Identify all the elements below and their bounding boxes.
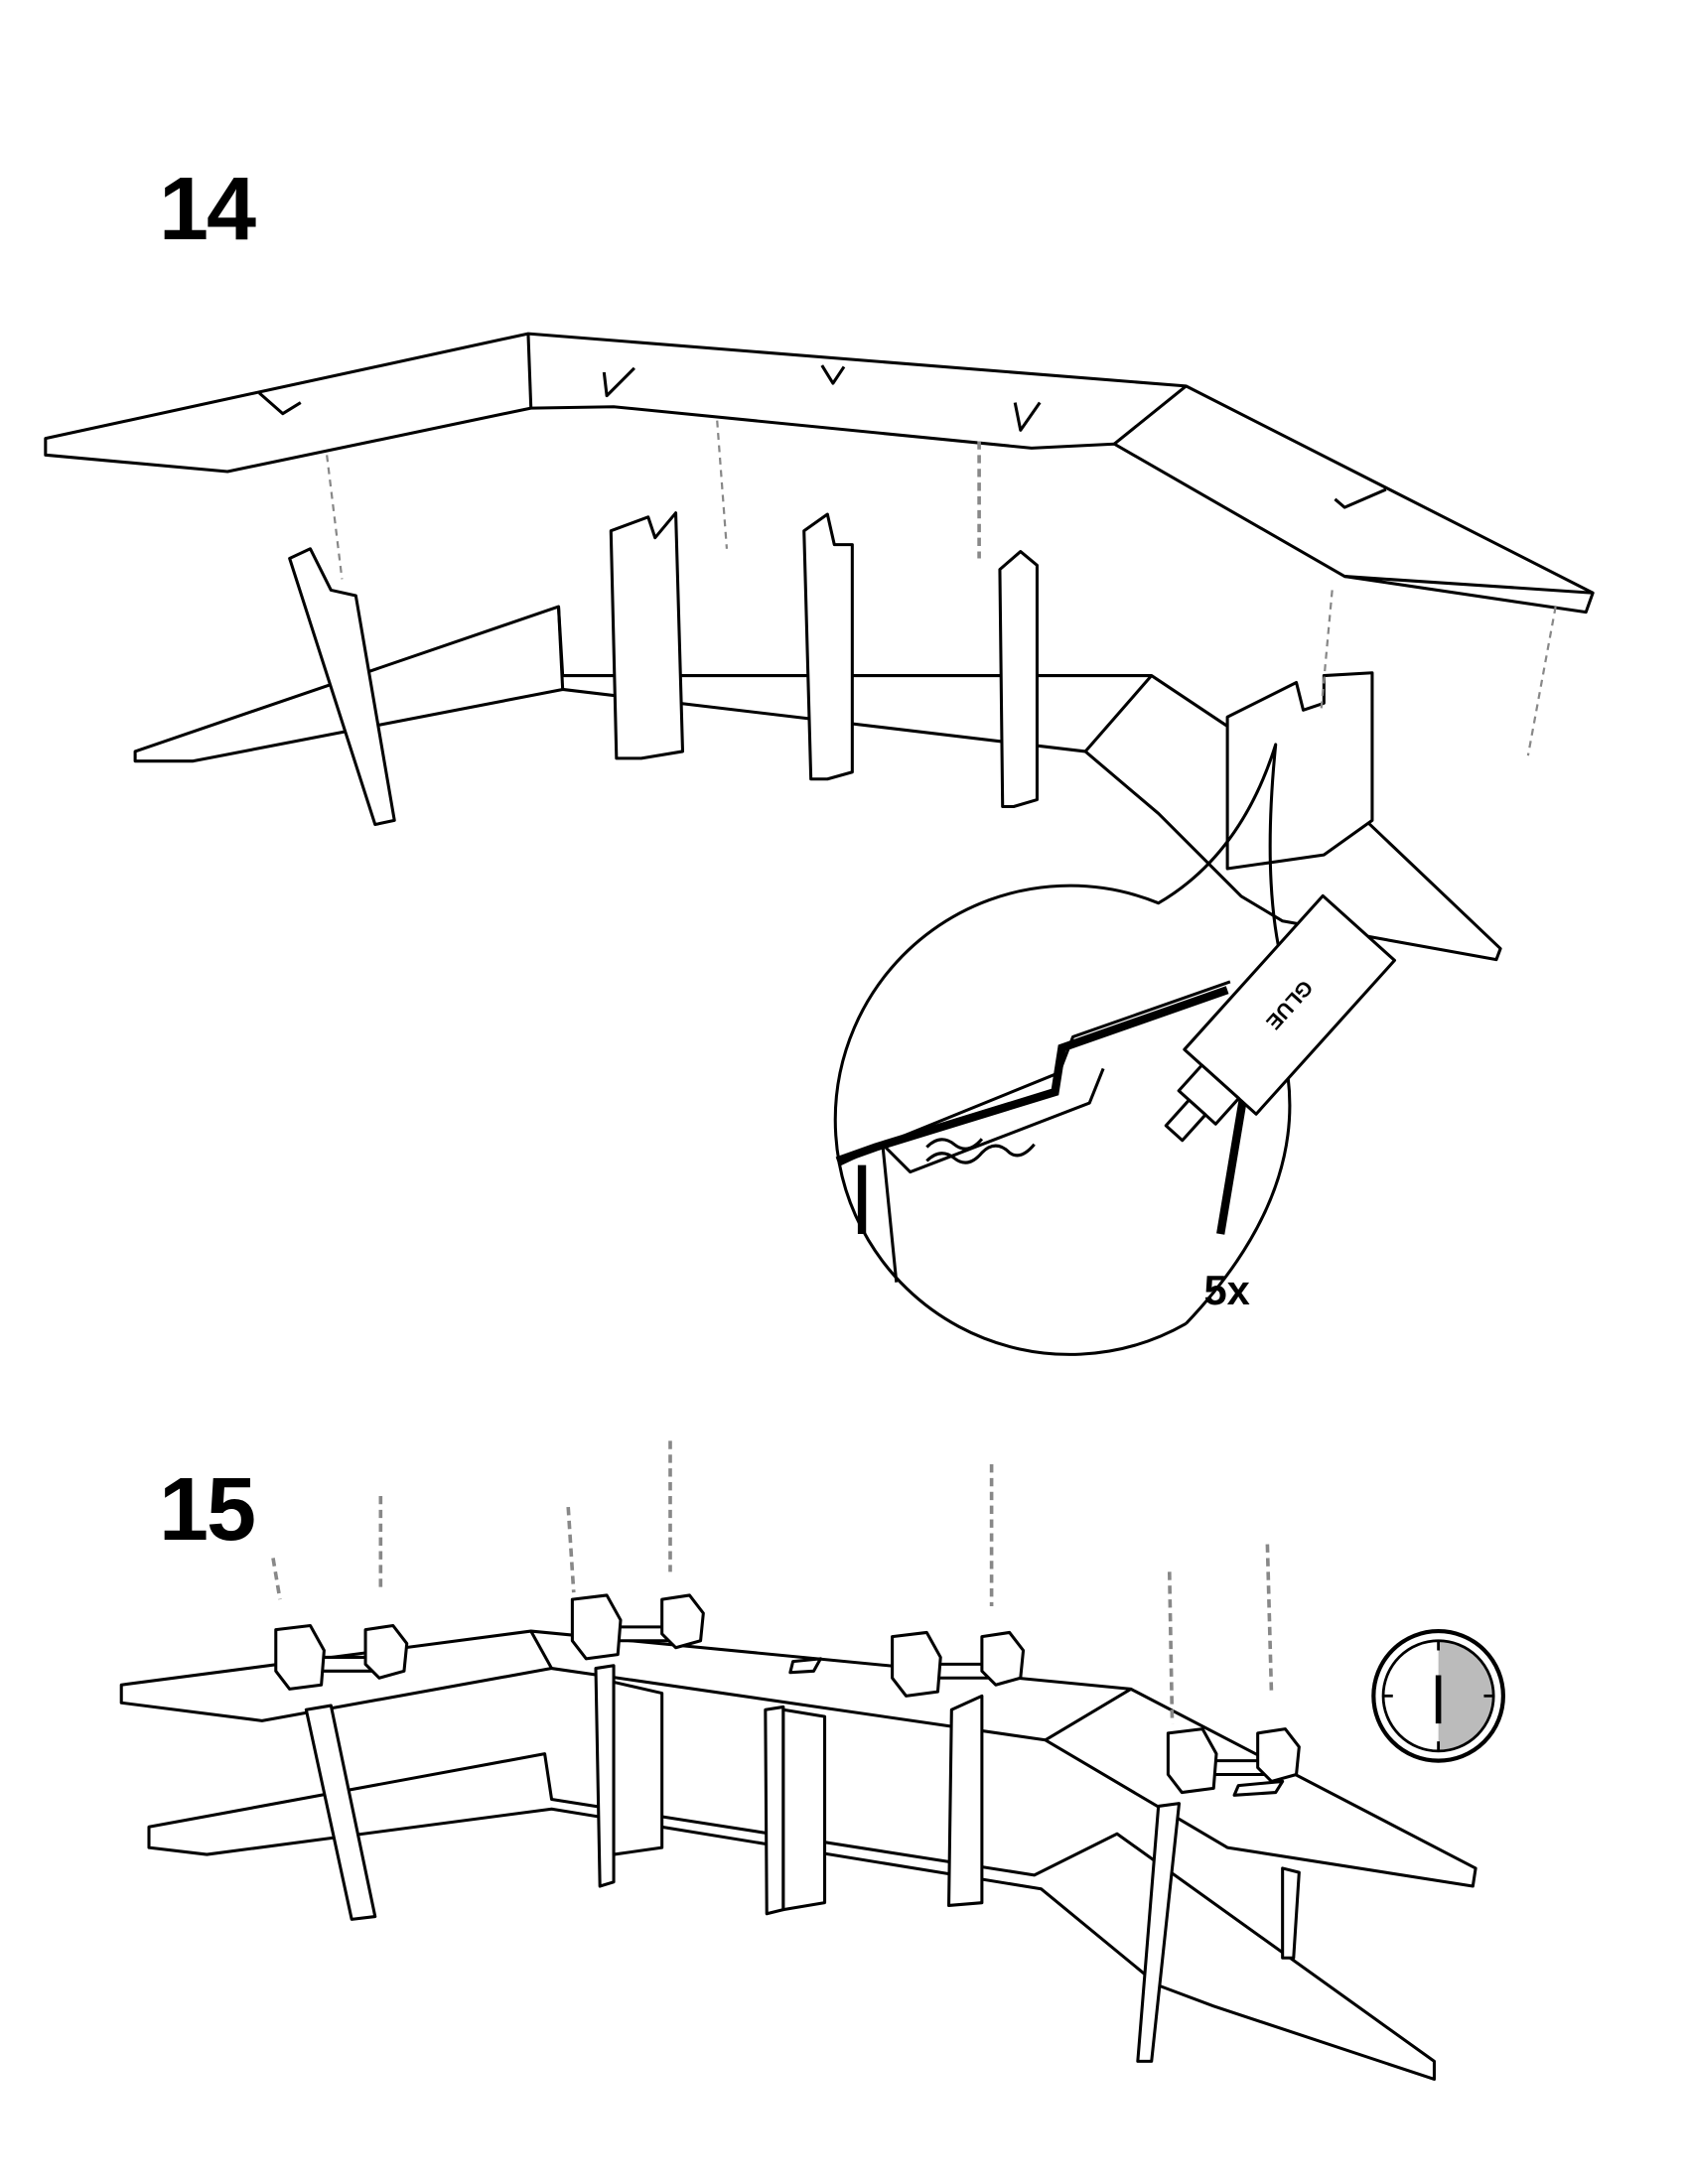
divider-panels	[288, 511, 1374, 871]
step-15-number: 15	[159, 1460, 256, 1560]
assembled-shelf	[119, 1629, 1477, 2081]
top-shelf-board	[44, 332, 1595, 614]
glue-detail-callout: GLUE 5x	[833, 743, 1397, 1356]
clock-icon	[1371, 1628, 1505, 1763]
clamp	[891, 1630, 1026, 1698]
quantity-label: 5x	[1204, 1267, 1250, 1313]
glue-tube: GLUE	[1164, 893, 1397, 1143]
step-14-number: 14	[159, 160, 256, 259]
clamp	[1166, 1727, 1301, 1795]
clamp-arrows	[271, 1440, 1274, 1724]
placement-arrows	[326, 420, 1557, 756]
lower-shelf-board	[133, 605, 1502, 962]
clamps	[274, 1593, 1301, 1795]
clamp	[570, 1593, 705, 1661]
clamp	[274, 1623, 409, 1691]
